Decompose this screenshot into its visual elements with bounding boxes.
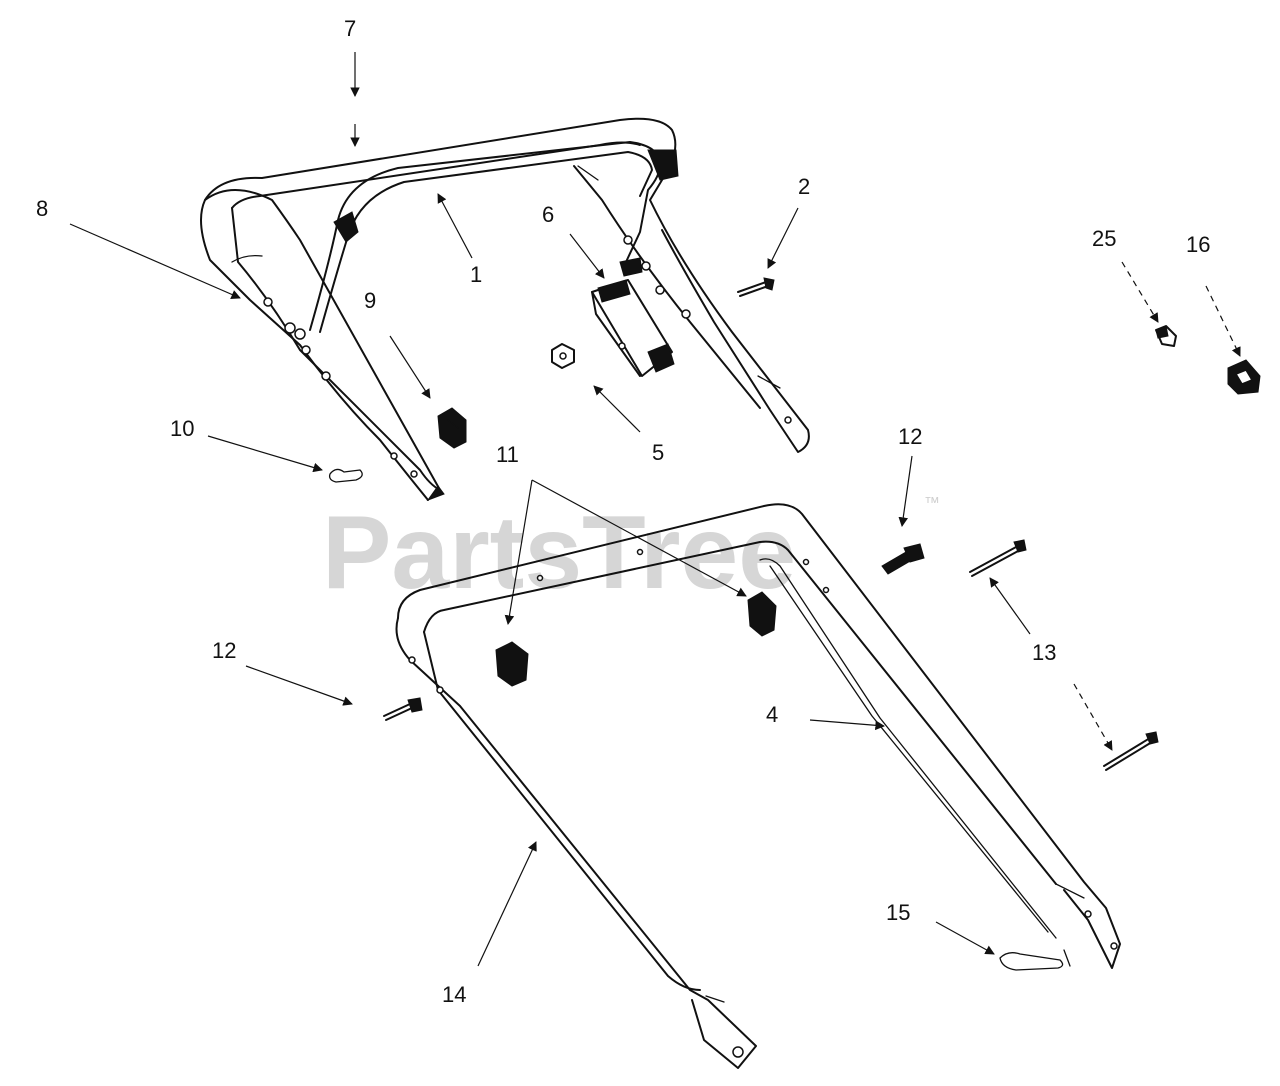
callout-12-right: 12 — [898, 424, 922, 449]
carriage-bolt-12-left[interactable] — [383, 697, 423, 721]
hex-nut[interactable] — [551, 343, 575, 369]
callout-8: 8 — [36, 196, 48, 221]
callout-15: 15 — [886, 900, 910, 925]
wing-knob-11-left[interactable] — [495, 641, 529, 687]
callout-6: 6 — [542, 202, 554, 227]
carriage-bolt-12-right[interactable] — [881, 543, 925, 575]
watermark-text: PartsTree — [322, 495, 796, 611]
cable-guide[interactable] — [591, 279, 675, 377]
wing-knob-11-right[interactable] — [747, 591, 777, 637]
control-bail[interactable] — [309, 141, 679, 333]
callout-labels: 7 8 1 2 6 9 5 10 11 12 13 12 4 14 15 25 … — [36, 16, 1210, 1007]
upper-handle[interactable] — [200, 117, 810, 502]
lower-handle[interactable] — [395, 503, 1121, 1069]
callout-13: 13 — [1032, 640, 1056, 665]
callout-5: 5 — [652, 440, 664, 465]
carriage-bolt-2[interactable] — [737, 277, 775, 297]
clevis-pin-bottom[interactable] — [1103, 731, 1159, 771]
callout-7: 7 — [344, 16, 356, 41]
cable-fitting-25[interactable] — [1155, 325, 1177, 347]
clevis-pin-top[interactable] — [969, 539, 1027, 577]
callout-11: 11 — [496, 442, 519, 467]
callout-9: 9 — [364, 288, 376, 313]
callout-16: 16 — [1186, 232, 1210, 257]
leader-lines — [69, 52, 1241, 967]
callout-4: 4 — [766, 702, 778, 727]
callout-1: 1 — [470, 262, 482, 287]
hairpin-clip-15[interactable] — [999, 949, 1071, 971]
callout-10: 10 — [170, 416, 194, 441]
watermark: PartsTree ™ — [322, 495, 940, 611]
callout-25: 25 — [1092, 226, 1116, 251]
wing-knob-9[interactable] — [437, 407, 467, 449]
cable-clip-16[interactable] — [1227, 359, 1261, 395]
callout-12-left: 12 — [212, 638, 236, 663]
callout-2: 2 — [798, 174, 810, 199]
hairpin-clip[interactable] — [328, 468, 363, 483]
callout-14: 14 — [442, 982, 466, 1007]
watermark-trademark: ™ — [924, 495, 940, 512]
